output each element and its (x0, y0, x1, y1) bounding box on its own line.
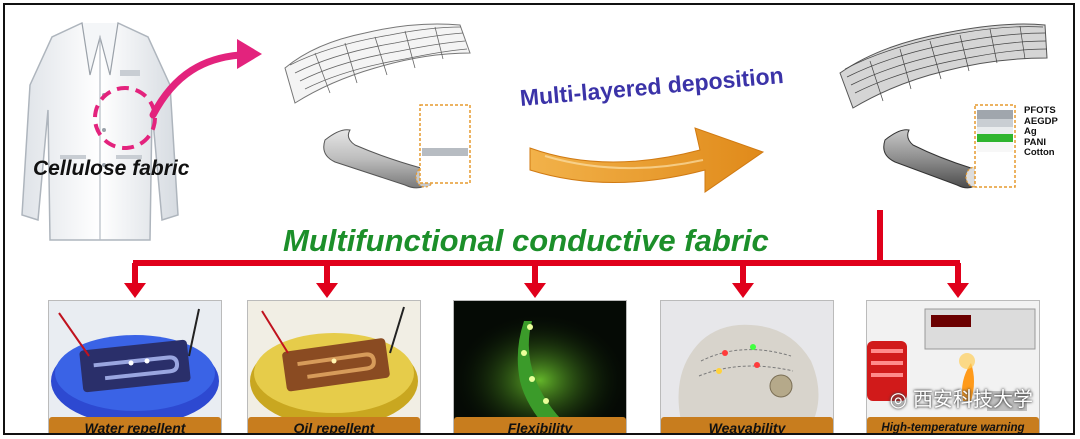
watermark-label: ◎西安科技大学 (890, 383, 1033, 412)
fiber-zoom-image (323, 104, 471, 189)
water-repellent-photo (49, 301, 221, 433)
flexibility-photo (454, 301, 626, 433)
orange-arrow-icon (529, 127, 765, 193)
caption-high-temperature-warning: High-temperature warning (867, 417, 1039, 433)
weavability-photo (661, 301, 833, 433)
magenta-arrow-icon (149, 39, 262, 119)
high-temperature-warning-photo (867, 301, 1039, 433)
focus-circle-icon (93, 86, 157, 150)
caption-flexibility: Flexibility (454, 417, 626, 433)
multi-layered-deposition-label: Multi-layered deposition (518, 61, 785, 111)
multifunctional-conductive-fabric-label: Multifunctional conductive fabric (283, 223, 769, 258)
layer-label-cotton: Cotton (1024, 147, 1055, 159)
caption-water-repellent: Water repellent (49, 417, 221, 433)
wechat-icon: ◎ (889, 387, 907, 411)
woven-fabric-image (284, 23, 471, 104)
caption-weavability: Weavability (661, 417, 833, 433)
cellulose-fabric-label: Cellulose fabric (33, 157, 190, 180)
watermark-text: 西安科技大学 (913, 387, 1033, 411)
figure-frame: Cellulose fabric Multi-layered depositio… (3, 3, 1075, 435)
coated-fabric-image (839, 23, 1048, 109)
layer-label-pani: PANI (1024, 136, 1046, 148)
layer-legend: PFOTS AEGDP Ag PANI Cotton (1024, 105, 1073, 159)
oil-repellent-photo (248, 301, 420, 433)
layer-label-pfots: PFOTS (1024, 105, 1056, 116)
layer-label-aegdp: AEGDP (1024, 115, 1058, 127)
coated-fiber-zoom-image (883, 104, 1016, 189)
caption-oil-repellent: Oil repellent (248, 417, 420, 433)
layer-label-ag: Ag (1024, 126, 1037, 138)
